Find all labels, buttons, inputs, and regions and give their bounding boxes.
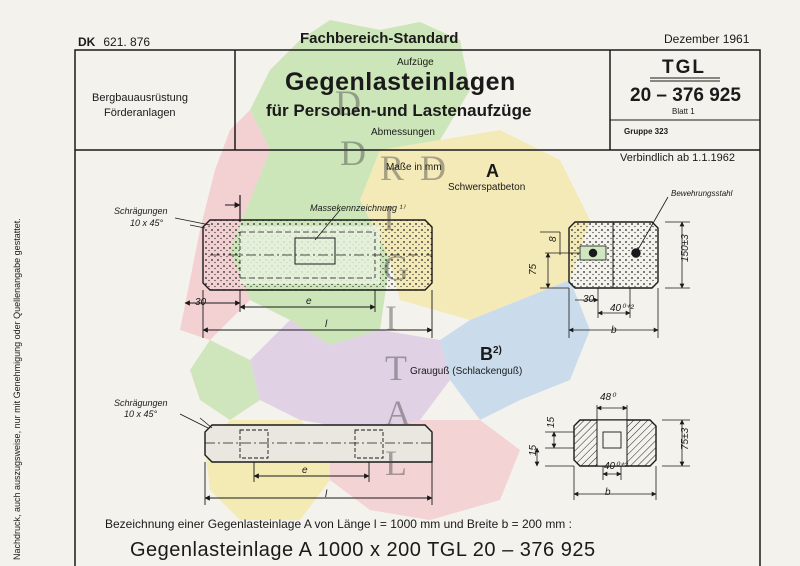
section-a-side-view xyxy=(174,195,433,291)
watermark-letter: D xyxy=(420,148,446,188)
dk-classification: DK 621. 876 xyxy=(78,36,150,48)
issue-date: Dezember 1961 xyxy=(664,32,750,46)
watermark-letter: D xyxy=(335,83,361,123)
watermark-letter: I xyxy=(385,298,397,338)
watermark-letter: I xyxy=(383,198,395,238)
section-a-material: Schwerspatbeton xyxy=(448,182,526,193)
units-note: Maße in mm xyxy=(386,162,442,173)
watermark-letter: A xyxy=(385,393,411,433)
subject-line-2: Förderanlagen xyxy=(104,107,176,119)
map-region-purple xyxy=(250,320,450,430)
dim-48: 48⁰ xyxy=(600,392,616,403)
dim-15-top: 15 xyxy=(546,416,557,428)
map-region-green-2 xyxy=(190,340,260,420)
rebar-label: Bewehrungsstahl xyxy=(671,189,733,198)
watermark-letter: R xyxy=(380,148,405,188)
dim-75-b: 75±3 xyxy=(680,427,691,450)
section-a-letter: A xyxy=(486,161,499,181)
section-b-letter-text: B xyxy=(480,344,493,364)
dim-l-b: l xyxy=(325,489,328,500)
watermark-letter: D xyxy=(340,133,366,173)
document-topic: Abmessungen xyxy=(371,127,435,138)
section-b-chamfer-label: Schrägungen xyxy=(114,398,168,408)
section-b-material: Grauguß (Schlackenguß) xyxy=(410,366,523,377)
tgl-label: TGL xyxy=(662,57,706,78)
dk-number: 621. 876 xyxy=(103,35,151,49)
section-b-letter: B2) xyxy=(480,345,502,363)
dim-30: 30 xyxy=(195,297,207,308)
fachbereich-title: Fachbereich-Standard xyxy=(300,30,459,47)
dim-e: e xyxy=(306,296,312,307)
dim-40: 40⁰⁺² xyxy=(610,303,634,314)
document-title: Gegenlasteinlagen xyxy=(285,68,516,96)
footnote-marker: 2) xyxy=(493,345,502,356)
dim-l: l xyxy=(325,319,328,330)
group-label: Gruppe 323 xyxy=(624,127,669,136)
section-b-cross-section xyxy=(534,405,690,500)
side-reprint-note: Nachdruck, auch auszugsweise, nur mit Ge… xyxy=(12,218,22,560)
map-region-blue xyxy=(440,280,590,420)
watermark-letter: G xyxy=(383,248,409,288)
section-a-chamfer-label: Schrägungen xyxy=(114,206,168,216)
section-b-side-view xyxy=(179,413,433,463)
watermark-letter: L xyxy=(385,443,407,483)
dim-150: 150±3 xyxy=(680,234,691,262)
section-a-dimensions xyxy=(184,290,433,338)
section-a-chamfer-size: 10 x 45° xyxy=(130,218,164,228)
dim-30-right: 30 xyxy=(583,294,595,305)
designation-note: Bezeichnung einer Gegenlasteinlage A von… xyxy=(105,517,572,531)
dim-75: 75 xyxy=(528,263,539,275)
dim-b-b: b xyxy=(605,487,611,498)
mass-marking-label: Massekennzeichnung ¹⁾ xyxy=(310,203,405,213)
category-label: Aufzüge xyxy=(397,57,434,68)
dk-label: DK xyxy=(78,35,96,49)
section-b-chamfer-size: 10 x 45° xyxy=(124,409,158,419)
dim-b: b xyxy=(611,325,617,336)
document-number: 20 – 376 925 xyxy=(630,85,741,106)
dim-8: 8 xyxy=(548,236,559,242)
subject-line-1: Bergbauausrüstung xyxy=(92,92,189,104)
sheet-number: Blatt 1 xyxy=(672,107,695,116)
effective-date: Verbindlich ab 1.1.1962 xyxy=(620,152,735,164)
section-a-cross-section xyxy=(540,196,690,338)
document-subtitle: für Personen-und Lastenaufzüge xyxy=(266,101,532,120)
watermark-letter: T xyxy=(385,348,407,388)
dim-15-bottom: 15 xyxy=(528,444,539,456)
dim-e-b: e xyxy=(302,465,308,476)
designation-example: Gegenlasteinlage A 1000 x 200 TGL 20 – 3… xyxy=(130,539,596,561)
section-b-dimensions xyxy=(204,462,433,505)
frame-lines xyxy=(74,49,761,566)
dim-40-b: 40⁰⁺² xyxy=(604,461,628,472)
